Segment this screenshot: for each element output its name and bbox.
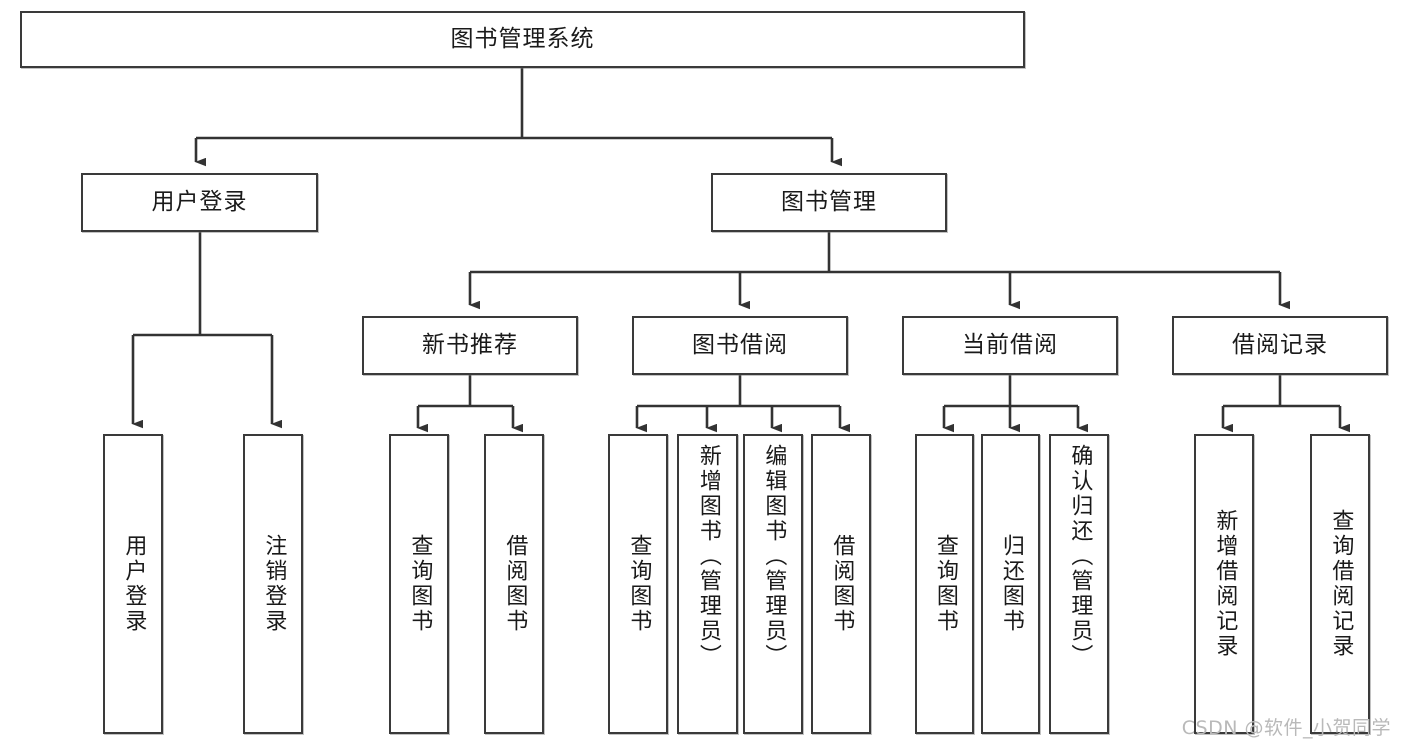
node-leaf-borrow-book-rec[interactable]: 借阅图书 — [484, 434, 544, 734]
node-label: 新增借阅记录 — [1212, 509, 1238, 659]
node-leaf-edit-book-admin[interactable]: 编辑图书（管理员） — [743, 434, 803, 734]
node-leaf-add-book-admin[interactable]: 新增图书（管理员） — [677, 434, 738, 734]
node-label: 当前借阅 — [962, 331, 1058, 358]
node-label: 查询借阅记录 — [1328, 509, 1354, 659]
node-leaf-borrow-book[interactable]: 借阅图书 — [811, 434, 871, 734]
node-label: 图书管理 — [781, 188, 877, 215]
node-book-borrow[interactable]: 图书借阅 — [632, 316, 848, 375]
node-label: 借阅图书 — [829, 534, 855, 634]
node-leaf-query-book-rec[interactable]: 查询图书 — [389, 434, 449, 734]
node-leaf-return-book[interactable]: 归还图书 — [981, 434, 1040, 734]
node-label: 归还图书 — [998, 534, 1024, 634]
node-label: 查询图书 — [626, 534, 652, 634]
node-label: 图书借阅 — [692, 331, 788, 358]
node-label: 图书管理系统 — [450, 25, 595, 52]
node-leaf-user-login[interactable]: 用户登录 — [103, 434, 163, 734]
node-leaf-query-book-borrow[interactable]: 查询图书 — [608, 434, 668, 734]
node-label: 借阅图书 — [502, 534, 528, 634]
node-leaf-query-book-current[interactable]: 查询图书 — [915, 434, 974, 734]
node-book-management-system[interactable]: 图书管理系统 — [20, 11, 1025, 68]
node-label: 确认归还（管理员） — [1067, 444, 1093, 669]
node-label: 用户登录 — [121, 534, 147, 634]
node-leaf-add-borrow-record[interactable]: 新增借阅记录 — [1194, 434, 1254, 734]
node-label: 新增图书（管理员） — [695, 444, 721, 669]
node-label: 注销登录 — [261, 534, 287, 634]
node-label: 查询图书 — [407, 534, 433, 634]
node-label: 查询图书 — [932, 534, 958, 634]
node-leaf-logout[interactable]: 注销登录 — [243, 434, 303, 734]
node-label: 编辑图书（管理员） — [761, 444, 787, 669]
node-label: 借阅记录 — [1232, 331, 1328, 358]
node-leaf-query-borrow-record[interactable]: 查询借阅记录 — [1310, 434, 1370, 734]
node-book-management[interactable]: 图书管理 — [711, 173, 947, 232]
node-leaf-confirm-return-admin[interactable]: 确认归还（管理员） — [1049, 434, 1109, 734]
node-new-book-recommend[interactable]: 新书推荐 — [362, 316, 578, 375]
node-current-borrow[interactable]: 当前借阅 — [902, 316, 1118, 375]
node-label: 用户登录 — [151, 188, 248, 215]
node-borrow-record[interactable]: 借阅记录 — [1172, 316, 1388, 375]
node-user-login[interactable]: 用户登录 — [81, 173, 318, 232]
node-label: 新书推荐 — [422, 331, 518, 358]
